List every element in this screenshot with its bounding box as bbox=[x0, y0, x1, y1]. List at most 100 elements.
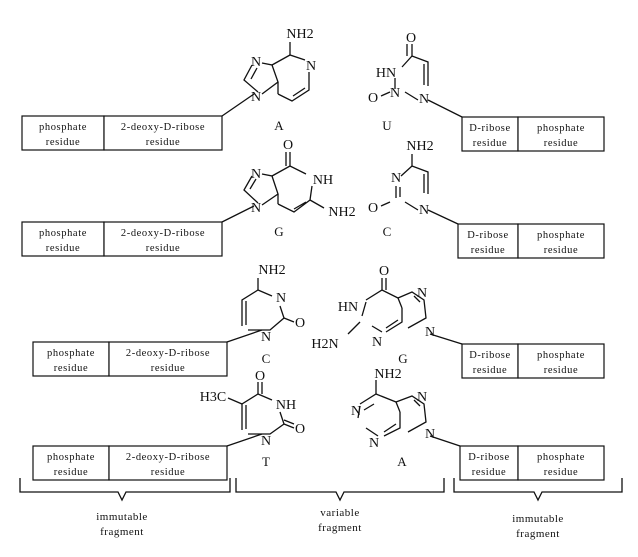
atom-o: O bbox=[295, 316, 305, 331]
atom-o: O bbox=[368, 201, 378, 216]
atom-n: N bbox=[419, 92, 429, 107]
row-2-right-ribo-cytosine: D-ribose residue phosphate residue NH2 N… bbox=[368, 139, 605, 259]
phosphate-label: phosphate bbox=[47, 452, 95, 463]
phosphate-box bbox=[517, 343, 605, 379]
residue-label: residue bbox=[151, 363, 186, 374]
ribose-label: D-ribose bbox=[468, 452, 510, 463]
phosphate-label: phosphate bbox=[537, 350, 585, 361]
brace-left bbox=[19, 478, 231, 502]
phosphate-label: phosphate bbox=[537, 123, 585, 134]
residue-label: residue bbox=[544, 365, 579, 376]
residue-label: residue bbox=[473, 138, 508, 149]
atom-n: N bbox=[261, 434, 271, 449]
atom-n: N bbox=[251, 55, 261, 70]
phosphate-box bbox=[517, 116, 605, 152]
residue-label: residue bbox=[151, 467, 186, 478]
atom-n: N bbox=[369, 436, 379, 451]
deoxyribose-label: 2-deoxy-D-ribose bbox=[126, 452, 210, 463]
phosphate-label: phosphate bbox=[39, 122, 87, 133]
atom-h2n: H2N bbox=[311, 337, 338, 352]
deoxyribose-box bbox=[103, 221, 223, 257]
residue-label: residue bbox=[46, 243, 81, 254]
atom-n: N bbox=[306, 59, 316, 74]
atom-nh2: NH2 bbox=[286, 27, 313, 42]
fragment-label-middle: variable bbox=[320, 507, 359, 519]
fragment-label-left: immutable bbox=[96, 511, 148, 523]
ribose-box bbox=[459, 445, 519, 481]
base-letter: A bbox=[274, 118, 284, 133]
row-4-left-deoxy-thymine: phosphate residue 2-deoxy-D-ribose resid… bbox=[32, 369, 305, 481]
row-3-right-ribo-guanine: D-ribose residue phosphate residue O HN … bbox=[311, 264, 605, 379]
residue-label: residue bbox=[544, 245, 579, 256]
atom-o: O bbox=[295, 422, 305, 437]
atom-n: N bbox=[391, 171, 401, 186]
deoxyribose-label: 2-deoxy-D-ribose bbox=[121, 228, 205, 239]
residue-label: residue bbox=[472, 467, 507, 478]
adenine-structure bbox=[221, 42, 310, 117]
atom-nh2: NH2 bbox=[406, 139, 433, 154]
atom-hn: HN bbox=[376, 66, 396, 81]
row-2-left-deoxy-guanine: phosphate residue 2-deoxy-D-ribose resid… bbox=[21, 138, 356, 257]
guanine-structure bbox=[347, 278, 463, 345]
atom-nh2: NH2 bbox=[258, 263, 285, 278]
atom-nh2: NH2 bbox=[328, 205, 355, 220]
brace-right bbox=[453, 478, 623, 502]
fragment-label-middle: fragment bbox=[318, 522, 362, 534]
phosphate-label: phosphate bbox=[537, 452, 585, 463]
atom-n: N bbox=[425, 325, 435, 340]
residue-label: residue bbox=[46, 137, 81, 148]
base-letter: G bbox=[274, 224, 283, 239]
guanine-structure bbox=[221, 152, 325, 223]
deoxyribose-box bbox=[103, 115, 223, 151]
deoxyribose-label: 2-deoxy-D-ribose bbox=[126, 348, 210, 359]
row-1-right-ribo-uracil: D-ribose residue phosphate residue O HN … bbox=[368, 31, 605, 152]
phosphate-label: phosphate bbox=[39, 228, 87, 239]
residue-label: residue bbox=[54, 363, 89, 374]
base-letter: C bbox=[262, 351, 271, 366]
cytosine-structure bbox=[226, 278, 295, 343]
row-4-right-ribo-adenine: D-ribose residue phosphate residue NH2 N… bbox=[351, 367, 605, 481]
fragment-label-left: fragment bbox=[100, 526, 144, 538]
residue-label: residue bbox=[146, 137, 181, 148]
fragment-label-right: immutable bbox=[512, 513, 564, 525]
atom-n: N bbox=[417, 390, 427, 405]
atom-n: N bbox=[351, 404, 361, 419]
phosphate-box bbox=[517, 445, 605, 481]
atom-n: N bbox=[372, 335, 382, 350]
phosphate-box bbox=[517, 223, 605, 259]
ribose-label: D-ribose bbox=[469, 350, 511, 361]
phosphate-label: phosphate bbox=[537, 230, 585, 241]
phosphate-label: phosphate bbox=[47, 348, 95, 359]
residue-label: residue bbox=[146, 243, 181, 254]
uracil-structure bbox=[380, 44, 463, 118]
atom-o: O bbox=[255, 369, 265, 384]
atom-n: N bbox=[261, 330, 271, 345]
atom-n: N bbox=[251, 90, 261, 105]
atom-n: N bbox=[425, 427, 435, 442]
base-letter: A bbox=[397, 454, 407, 469]
base-letter: G bbox=[398, 351, 407, 366]
phosphate-box bbox=[32, 341, 110, 377]
atom-hn: HN bbox=[338, 300, 358, 315]
atom-n: N bbox=[417, 286, 427, 301]
ribose-label: D-ribose bbox=[467, 230, 509, 241]
atom-o: O bbox=[368, 91, 378, 106]
ribose-label: D-ribose bbox=[469, 123, 511, 134]
atom-nh: NH bbox=[276, 398, 296, 413]
atom-o: O bbox=[406, 31, 416, 46]
atom-nh: NH bbox=[313, 173, 333, 188]
base-letter: U bbox=[382, 118, 392, 133]
atom-n: N bbox=[251, 201, 261, 216]
ribose-box bbox=[461, 116, 519, 152]
deoxyribose-box bbox=[108, 445, 228, 481]
atom-o: O bbox=[379, 264, 389, 279]
brace-middle bbox=[235, 478, 445, 502]
cytosine-structure bbox=[380, 154, 459, 225]
atom-h3c: H3C bbox=[200, 390, 226, 405]
atom-n: N bbox=[276, 291, 286, 306]
row-3-left-deoxy-cytosine: phosphate residue 2-deoxy-D-ribose resid… bbox=[32, 263, 305, 377]
fragment-label-right: fragment bbox=[516, 528, 560, 540]
adenine-structure bbox=[357, 380, 461, 447]
residue-label: residue bbox=[473, 365, 508, 376]
